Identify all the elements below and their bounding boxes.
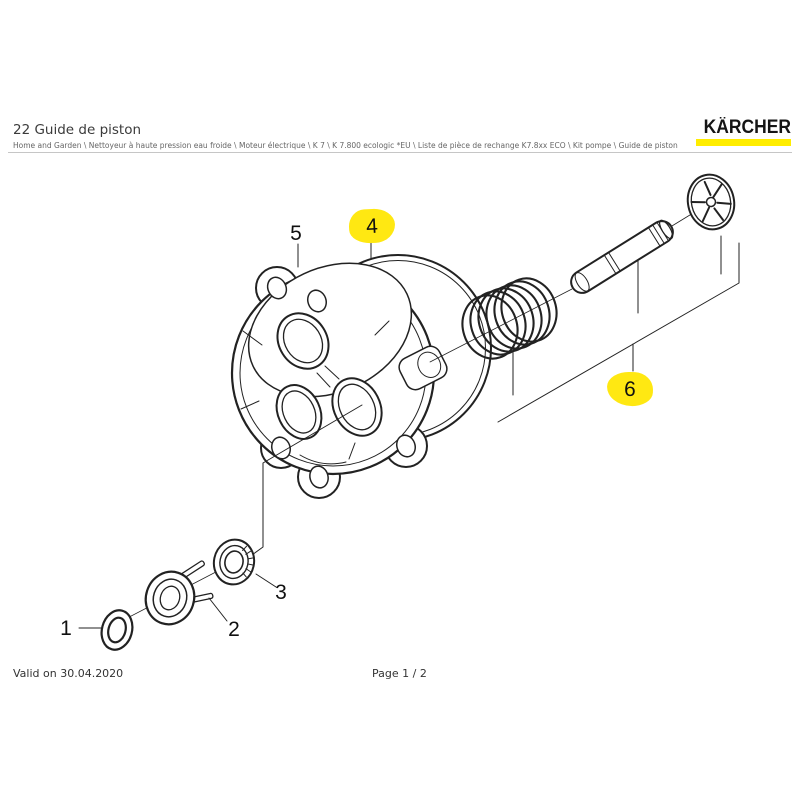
piston-rod-drawing[interactable]	[567, 217, 677, 297]
spring-drawing[interactable]	[454, 271, 564, 366]
part-callout-2[interactable]: 2	[228, 617, 240, 641]
karcher-logo-text: KÄRCHER	[703, 117, 791, 138]
page-title: 22 Guide de piston	[13, 122, 142, 138]
piston-drawing[interactable]	[139, 560, 214, 630]
valid-on-date: Valid on 30.04.2020	[13, 667, 124, 680]
karcher-logo-yellow-bar	[696, 139, 791, 146]
hub-boss	[398, 345, 448, 391]
karcher-logo[interactable]: KÄRCHER	[696, 118, 791, 146]
breadcrumb: Home and Garden \ Nettoyeur à haute pres…	[13, 141, 678, 150]
leader-line-lower-group	[251, 404, 363, 556]
bushing-drawing[interactable]	[210, 536, 258, 588]
star-washer-drawing[interactable]	[683, 170, 739, 233]
part-callout-1[interactable]: 1	[60, 616, 72, 640]
part-callout-5[interactable]: 5	[290, 221, 302, 245]
part-callout-3[interactable]: 3	[275, 580, 287, 604]
o-ring-drawing[interactable]	[97, 607, 136, 653]
piston-guide-housing-drawing[interactable]	[227, 238, 451, 499]
group-bracket-6	[497, 235, 740, 423]
header-divider	[8, 152, 792, 153]
leader-line-2	[208, 597, 228, 622]
page-indicator: Page 1 / 2	[372, 667, 427, 680]
leader-line-3	[255, 573, 277, 588]
